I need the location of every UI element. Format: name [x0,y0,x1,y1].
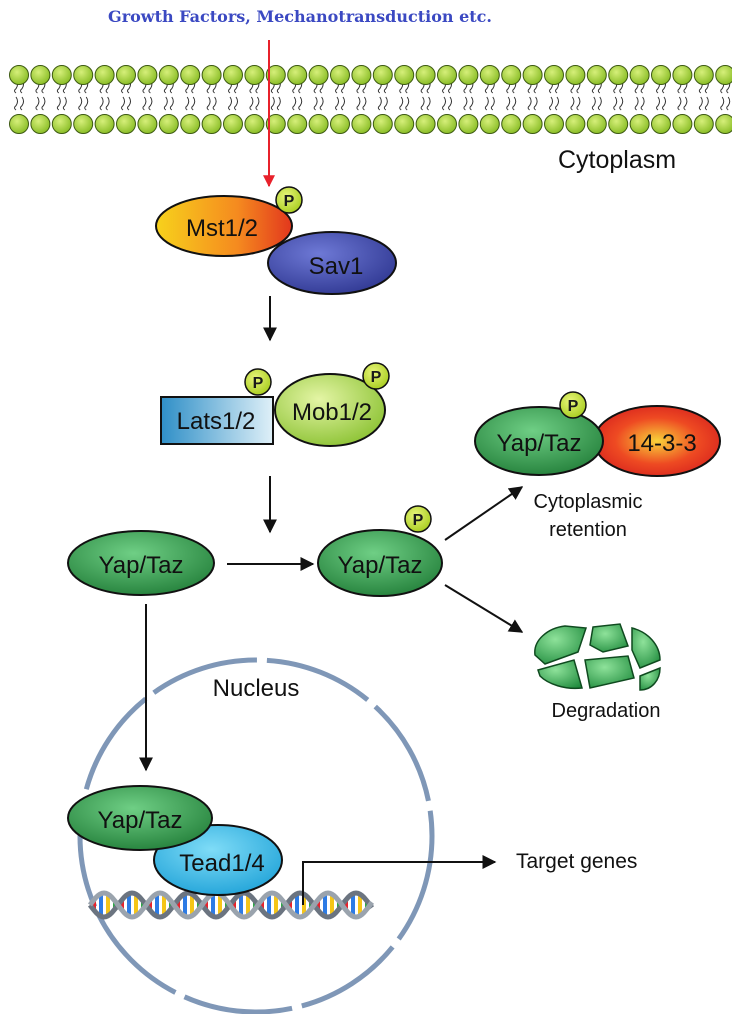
transcription-arrow [302,855,497,905]
phospho-yap-label: P [413,512,424,529]
cytoplasmic-retention-label-2: retention [549,519,627,541]
phospho-mst [275,186,303,214]
phospho-yap-retained-label: P [568,398,579,415]
yap-taz-free [67,530,215,596]
mst12-protein [155,195,293,257]
yap-taz-phosphorylated-label: Yap/Taz [338,552,423,579]
cell-membrane [9,65,732,134]
tead14-label: Tead1/4 [179,850,264,877]
phospho-lats-label: P [253,375,264,392]
yap-taz-phosphorylated [317,529,443,597]
cytoplasm-label: Cytoplasm [558,146,676,174]
yap-taz-retained [474,406,604,476]
sav1-label: Sav1 [309,253,364,280]
nucleus-label: Nucleus [213,675,300,702]
dna-helix-icon [87,890,375,920]
mst-sav-complex: Mst1/2 Sav1 P [155,186,397,295]
mob12-label: Mob1/2 [292,399,372,426]
phospho-mob [362,362,390,390]
lats12-label: Lats1/2 [177,408,256,435]
yap-taz-free-label: Yap/Taz [99,552,184,579]
phospho-yap-retained [559,391,587,419]
sav1-protein [267,231,397,295]
yap-taz-nuclear-label: Yap/Taz [98,807,183,834]
arrow-to-retention [444,486,524,541]
yap-taz-retained-label: Yap/Taz [497,430,582,457]
yap-taz-nuclear [67,785,213,851]
yap-1433-complex: Yap/Taz 14-3-3 P [474,391,721,477]
phospho-mob-label: P [371,369,382,386]
phospho-lats [244,368,272,396]
lats12-protein [160,396,274,445]
mob12-protein [274,373,386,447]
phospho-yap [404,505,432,533]
target-genes-label: Target genes [516,850,637,873]
mst12-label: Mst1/2 [186,215,258,242]
degradation-fragments-icon [534,623,661,691]
phospho-mst-label: P [284,193,295,210]
degradation-label: Degradation [552,700,661,722]
title: Growth Factors, Mechanotransduction etc. [108,7,492,26]
cytoplasmic-retention-label-1: Cytoplasmic [534,491,643,513]
lats-mob-complex: Lats1/2 Mob1/2 P P [160,362,390,447]
protein-14-3-3-label: 14-3-3 [627,430,696,457]
arrow-to-degradation [444,584,524,633]
